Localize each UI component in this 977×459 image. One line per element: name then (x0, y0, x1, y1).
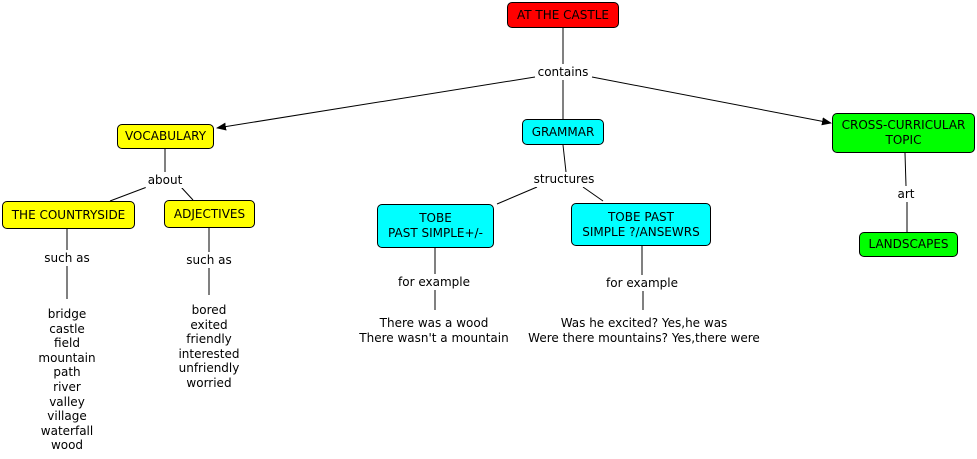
list-item: worried (186, 375, 232, 390)
node-vocabulary[interactable]: VOCABULARY (117, 124, 214, 149)
list-item: path (53, 365, 81, 380)
link-structures-tobe-q (582, 186, 604, 202)
list-item: exited (190, 317, 228, 332)
list-item: interested (178, 346, 240, 361)
node-landscapes[interactable]: LANDSCAPES (859, 232, 958, 257)
list-item: valley (49, 394, 85, 409)
link-label-art: art (895, 187, 917, 202)
node-at-the-castle[interactable]: AT THE CASTLE (507, 2, 619, 28)
countryside-word-list: bridge castle field mountain path river … (38, 307, 95, 453)
list-item: Was he excited? Yes,he was (560, 316, 728, 330)
node-tobe-past-simple-questions[interactable]: TOBE PAST SIMPLE ?/ANSEWRS (571, 203, 711, 246)
link-about-countryside (109, 186, 148, 202)
tobe-question-examples: Was he excited? Yes,he was Were there mo… (528, 316, 760, 346)
tobe-past-simple-examples: There was a wood There wasn't a mountain (359, 316, 508, 346)
list-item: village (47, 409, 87, 424)
list-item: bored (191, 303, 227, 317)
link-structures-tobe-ps (496, 186, 538, 205)
list-item: waterfall (40, 423, 94, 438)
list-item: bridge (47, 307, 87, 321)
node-adjectives[interactable]: ADJECTIVES (164, 200, 255, 228)
link-label-structures: structures (531, 172, 597, 187)
list-item: friendly (186, 332, 232, 347)
link-label-for-example-2: for example (604, 276, 680, 291)
adjective-word-list: bored exited friendly interested unfrien… (178, 303, 239, 391)
link-about-adjectives (180, 186, 194, 201)
list-item: There was a wood (379, 316, 489, 330)
list-item: Were there mountains? Yes,there were (528, 331, 760, 345)
link-grammar-structures (562, 144, 567, 173)
link-label-such-as-countryside: such as (42, 251, 92, 266)
list-item: There wasn't a mountain (359, 331, 509, 345)
list-item: river (53, 379, 81, 394)
list-item: field (54, 336, 80, 351)
link-contains-cross (591, 76, 832, 126)
link-label-about: about (145, 173, 185, 188)
list-item: castle (49, 321, 85, 336)
link-contains-vocabulary (216, 76, 536, 131)
node-cross-curricular-topic[interactable]: CROSS-CURRICULAR TOPIC (832, 113, 975, 153)
node-the-countryside[interactable]: THE COUNTRYSIDE (2, 201, 135, 229)
link-label-for-example-1: for example (396, 275, 472, 290)
link-label-such-as-adjectives: such as (184, 253, 234, 268)
link-cross-art (904, 152, 907, 187)
link-label-contains: contains (535, 65, 591, 80)
node-tobe-past-simple[interactable]: TOBE PAST SIMPLE+/- (377, 204, 494, 248)
list-item: wood (50, 438, 84, 453)
list-item: unfriendly (178, 361, 240, 376)
list-item: mountain (38, 350, 96, 365)
node-grammar[interactable]: GRAMMAR (522, 119, 604, 145)
